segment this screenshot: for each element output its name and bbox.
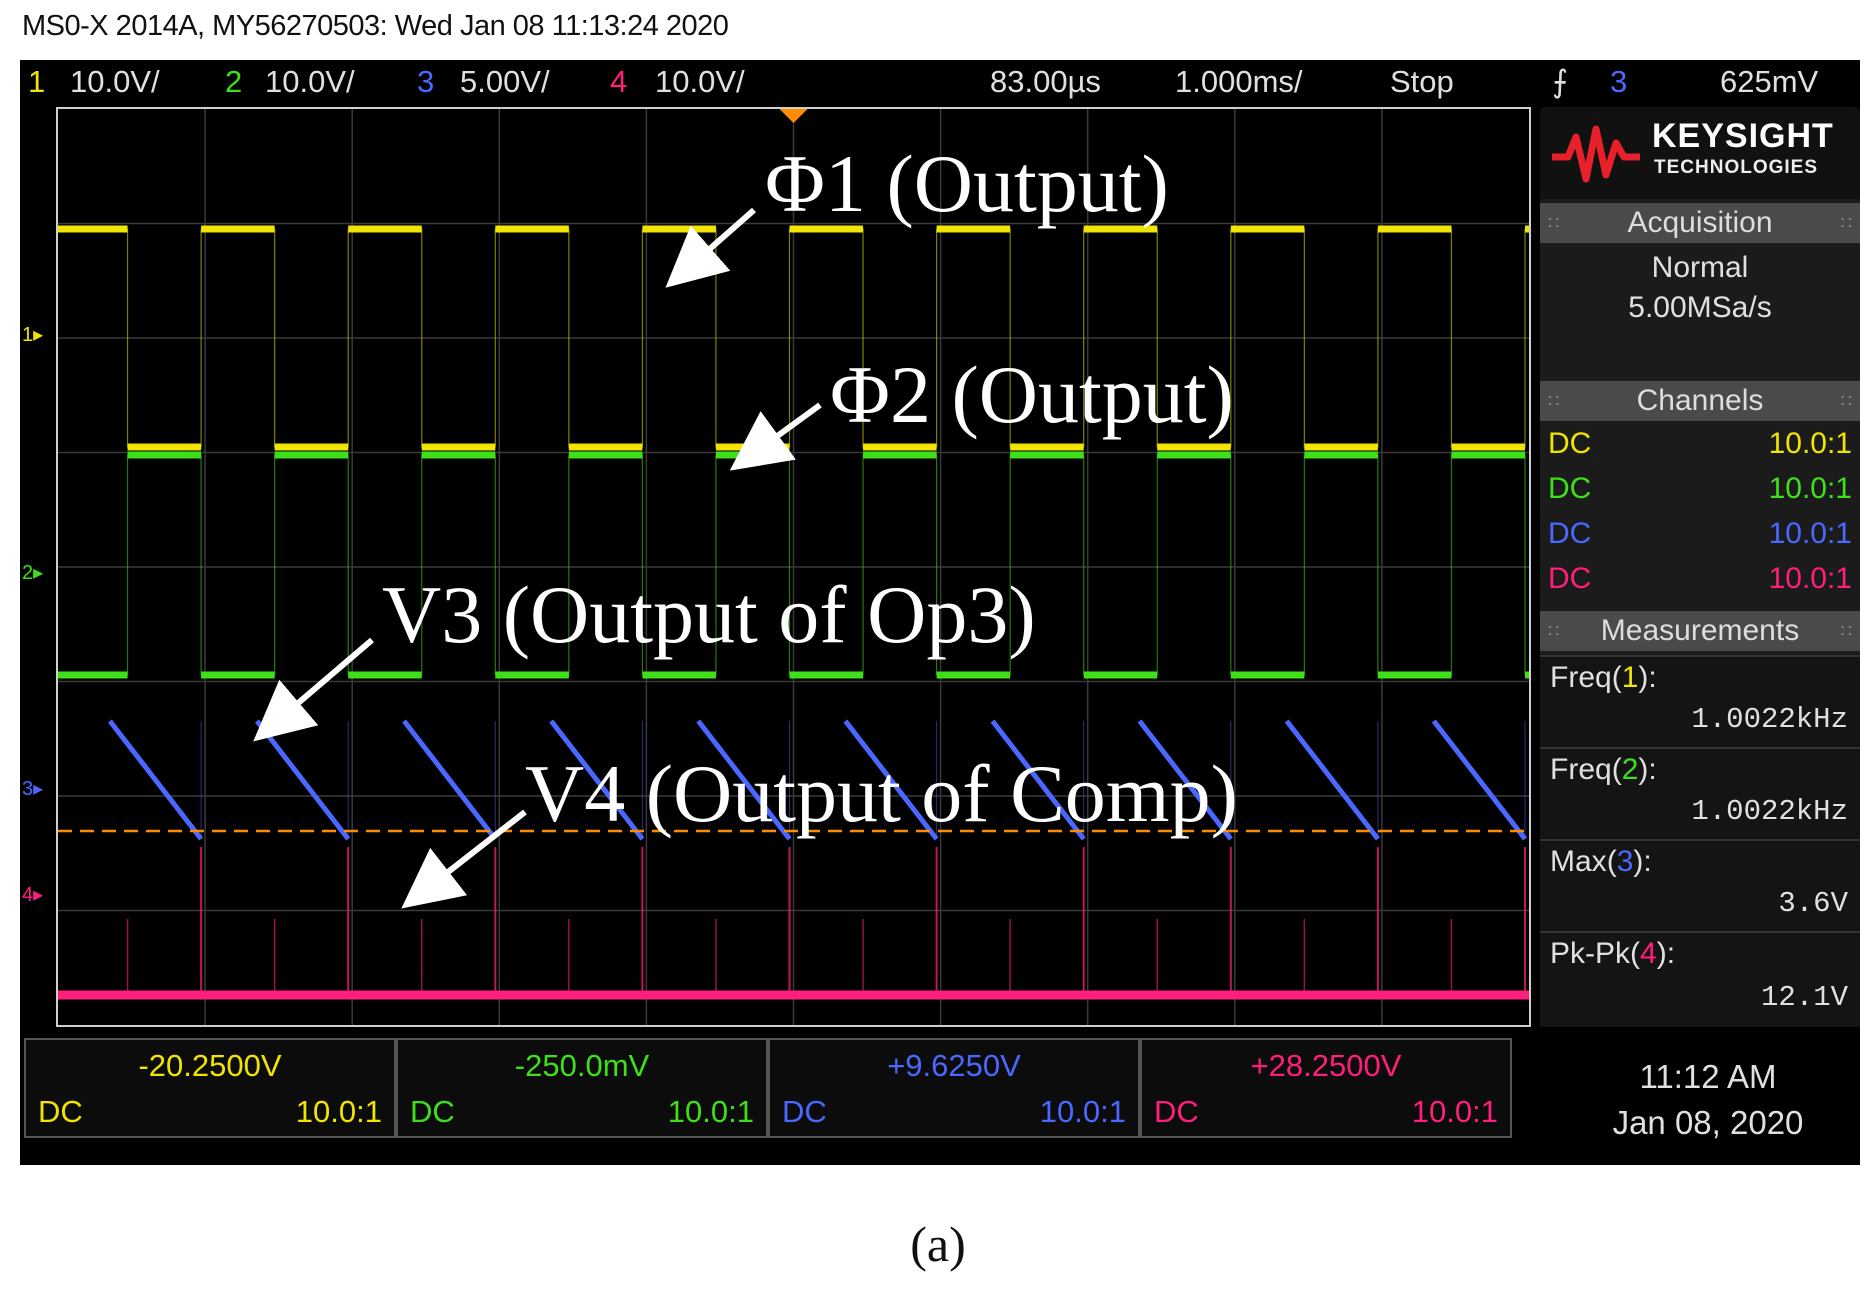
ch3-probe: 10.0:1 <box>1768 517 1852 550</box>
ch1-probe: 10.0:1 <box>1768 427 1852 460</box>
ch2-ground-marker-icon[interactable]: 2▸ <box>22 562 44 584</box>
trigger-source[interactable]: 3 <box>1610 64 1628 99</box>
measurement-row[interactable]: Freq(1): 1.0022kHz <box>1540 655 1860 747</box>
side-panel: KEYSIGHT TECHNOLOGIES ∷ Acquisition ∷ No… <box>1540 107 1860 1027</box>
figure-caption: (a) <box>910 1216 966 1272</box>
channels-heading[interactable]: ∷ Channels ∷ <box>1540 381 1860 421</box>
grip-icon: ∷ <box>1548 391 1560 411</box>
ch3-ground-marker-icon[interactable]: 3▸ <box>22 778 44 800</box>
ch4-offset-cell[interactable]: +28.2500V DC 10.0:1 <box>1140 1038 1512 1138</box>
oscilloscope-screen: 1 10.0V/ 2 10.0V/ 3 5.00V/ 4 10.0V/ 83.0… <box>20 60 1860 1165</box>
trigger-position-icon <box>779 109 808 123</box>
measurement-row[interactable]: Max(3): 3.6V <box>1540 839 1860 931</box>
ch2-number[interactable]: 2 <box>225 64 243 99</box>
acquisition-heading[interactable]: ∷ Acquisition ∷ <box>1540 203 1860 243</box>
ch1-coupling: DC <box>1548 427 1592 460</box>
keysight-logo: KEYSIGHT TECHNOLOGIES <box>1540 107 1860 199</box>
trigger-level[interactable]: 625mV <box>1720 64 1819 99</box>
bottom-status-bar: -20.2500V DC 10.0:1 -250.0mV DC 10.0:1 +… <box>20 1028 1860 1165</box>
waveform-canvas <box>58 109 1529 1025</box>
ch1-offset-cell[interactable]: -20.2500V DC 10.0:1 <box>24 1038 396 1138</box>
ch4-number[interactable]: 4 <box>610 64 628 99</box>
ch3-trace-ramp <box>255 719 351 841</box>
ch3-trace-ramp <box>549 719 645 841</box>
time-scale[interactable]: 1.000ms/ <box>1175 64 1303 99</box>
waveform-display[interactable] <box>56 107 1531 1027</box>
keysight-wave-logo-icon <box>1552 125 1640 183</box>
ch3-trace-ramp <box>1137 719 1233 841</box>
run-state[interactable]: Stop <box>1390 64 1454 99</box>
ch2-coupling: DC <box>1548 472 1592 505</box>
ch1-ground-marker-icon[interactable]: 1▸ <box>22 324 44 346</box>
annotation-v4: V4 (Output of Comp) <box>525 748 1238 839</box>
logo-sub-text: TECHNOLOGIES <box>1654 157 1819 178</box>
measurement-value: 12.1V <box>1760 981 1848 1014</box>
measurement-value: 1.0022kHz <box>1691 703 1848 736</box>
ch3-number[interactable]: 3 <box>417 64 435 99</box>
acquisition-mode: Normal <box>1651 251 1749 284</box>
ch4-ground-marker-icon[interactable]: 4▸ <box>22 884 44 906</box>
clock-time: 11:12 AM <box>1639 1058 1777 1095</box>
ch3-trace-ramp <box>990 719 1086 841</box>
trigger-edge-icon: ⨍ <box>1552 64 1569 99</box>
ch4-coupling: DC <box>1548 562 1592 595</box>
acquisition-rate: 5.00MSa/s <box>1628 291 1772 324</box>
grip-icon: ∷ <box>1548 621 1560 641</box>
ch4-probe: 10.0:1 <box>1768 562 1852 595</box>
logo-main-text: KEYSIGHT <box>1652 117 1834 155</box>
ch1-number[interactable]: 1 <box>28 64 46 99</box>
ch3-trace-ramp <box>696 719 792 841</box>
ch3-coupling: DC <box>1548 517 1592 550</box>
ch3-scale[interactable]: 5.00V/ <box>460 64 550 99</box>
ch3-trace-ramp <box>1431 719 1527 841</box>
ch1-scale[interactable]: 10.0V/ <box>70 64 160 99</box>
ch2-scale[interactable]: 10.0V/ <box>265 64 355 99</box>
ch4-scale[interactable]: 10.0V/ <box>655 64 745 99</box>
window-title: MS0-X 2014A, MY56270503: Wed Jan 08 11:1… <box>22 10 729 42</box>
grip-icon: ∷ <box>1840 391 1852 411</box>
time-delay[interactable]: 83.00µs <box>990 64 1101 99</box>
measurement-row[interactable]: Pk-Pk(4): 12.1V <box>1540 931 1860 1027</box>
ch2-offset-cell[interactable]: -250.0mV DC 10.0:1 <box>396 1038 768 1138</box>
ch2-probe: 10.0:1 <box>1768 472 1852 505</box>
annotation-v3: V3 (Output of Op3) <box>382 569 1036 660</box>
ch3-trace-ramp <box>107 719 204 841</box>
annotation-phi1: Φ1 (Output) <box>765 138 1169 229</box>
grip-icon: ∷ <box>1840 213 1852 233</box>
grip-icon: ∷ <box>1840 621 1852 641</box>
measurement-value: 3.6V <box>1778 887 1848 920</box>
ch3-trace-ramp <box>402 719 498 841</box>
annotation-phi2: Φ2 (Output) <box>830 349 1234 440</box>
ch3-trace-ramp <box>1284 719 1380 841</box>
top-status-bar: 1 10.0V/ 2 10.0V/ 3 5.00V/ 4 10.0V/ 83.0… <box>20 60 1860 106</box>
measurements-heading[interactable]: ∷ Measurements ∷ <box>1540 611 1860 651</box>
measurement-row[interactable]: Freq(2): 1.0022kHz <box>1540 747 1860 839</box>
measurement-value: 1.0022kHz <box>1691 795 1848 828</box>
ch3-trace-ramp <box>843 719 939 841</box>
clock-date: Jan 08, 2020 <box>1612 1104 1804 1141</box>
grip-icon: ∷ <box>1548 213 1560 233</box>
ch3-offset-cell[interactable]: +9.6250V DC 10.0:1 <box>768 1038 1140 1138</box>
